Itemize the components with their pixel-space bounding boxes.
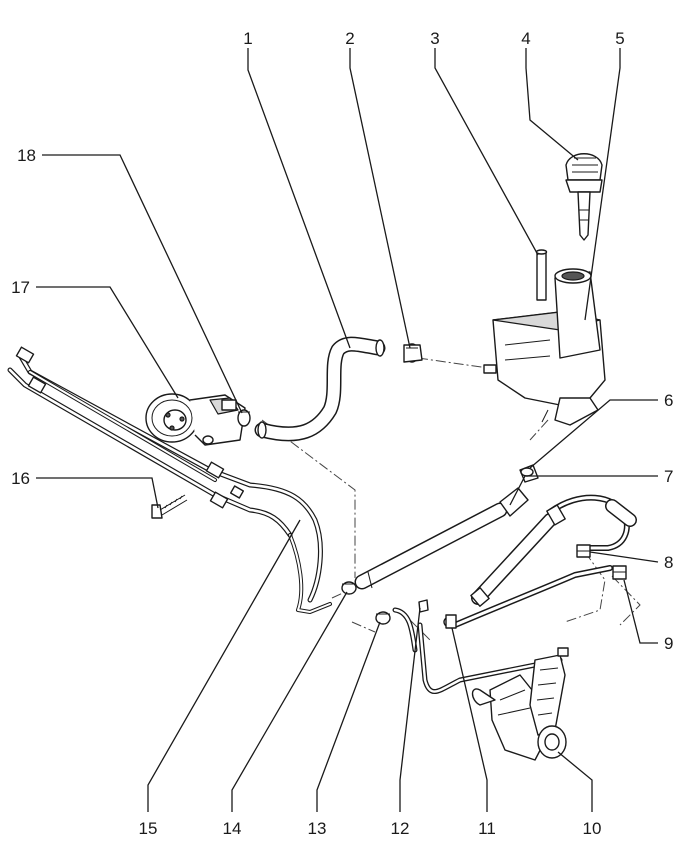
clamp-13 (375, 611, 391, 625)
reservoir-bracket (535, 249, 548, 301)
label-4: 4 (521, 29, 530, 48)
clamp-14 (341, 581, 357, 595)
return-hose (354, 487, 529, 590)
label-8: 8 (664, 553, 673, 572)
part-labels: 1 2 3 4 5 6 7 8 9 10 11 12 13 14 15 16 1… (11, 29, 673, 838)
clamp-2 (403, 343, 423, 363)
label-3: 3 (430, 29, 439, 48)
label-6: 6 (664, 391, 673, 410)
leader-lines (36, 48, 659, 812)
label-9: 9 (664, 634, 673, 653)
label-10: 10 (583, 819, 602, 838)
label-15: 15 (139, 819, 158, 838)
fluid-reservoir (483, 268, 606, 426)
gear-feed-hoses (392, 494, 637, 694)
label-17: 17 (11, 278, 30, 297)
reservoir-cap (565, 153, 603, 241)
label-7: 7 (664, 467, 673, 486)
label-14: 14 (223, 819, 242, 838)
label-18: 18 (17, 146, 36, 165)
label-16: 16 (11, 469, 30, 488)
clamp-9 (612, 565, 627, 580)
label-1: 1 (243, 29, 252, 48)
suction-hose (254, 336, 386, 442)
steering-gear (471, 647, 569, 761)
label-5: 5 (615, 29, 624, 48)
clamp-8 (576, 544, 591, 558)
label-13: 13 (308, 819, 327, 838)
label-2: 2 (345, 29, 354, 48)
clamps-and-fittings (151, 343, 627, 629)
union-11 (443, 614, 457, 629)
pressure-pipes (7, 346, 332, 614)
label-12: 12 (391, 819, 410, 838)
power-steering-pump (145, 393, 246, 446)
label-11: 11 (478, 819, 496, 838)
clamp-18 (237, 409, 251, 427)
hoses (7, 336, 637, 694)
